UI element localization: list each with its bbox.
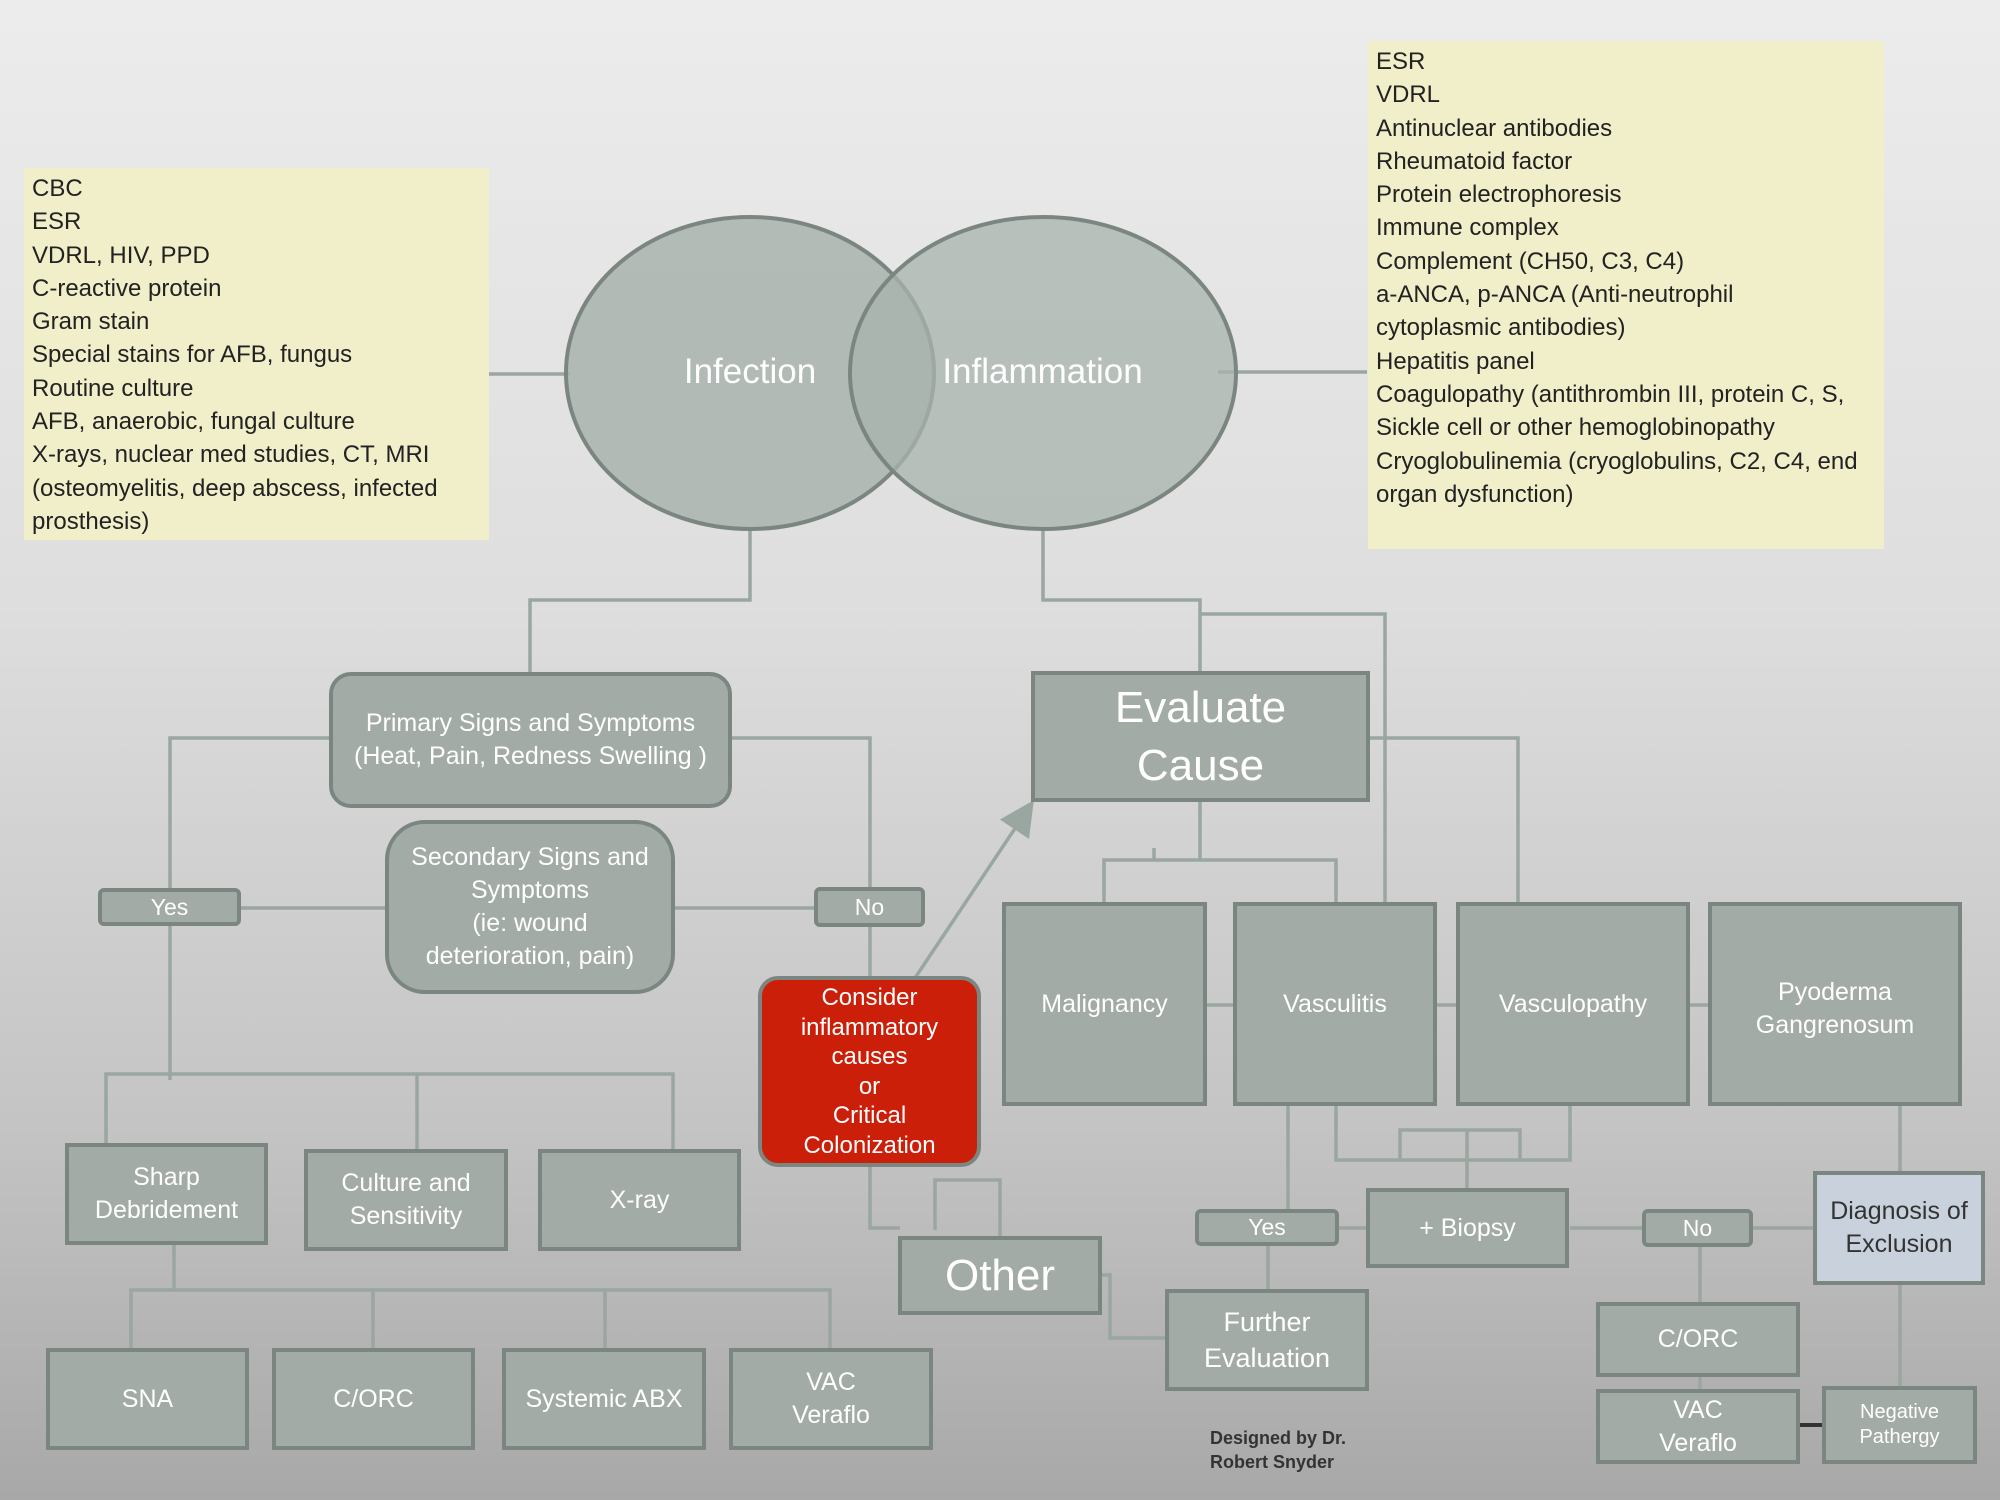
- malignancy-node: Malignancy: [1002, 902, 1207, 1106]
- secondary-signs-node: Secondary Signs and Symptoms (ie: wound …: [385, 820, 675, 994]
- no-right-label: No: [1682, 1214, 1713, 1241]
- infection-test-item: CBC: [32, 175, 83, 202]
- biopsy-node: + Biopsy: [1366, 1188, 1569, 1268]
- infection-label: Infection: [683, 352, 817, 391]
- other-node: Other: [898, 1236, 1102, 1315]
- infection-test-item: Gram stain: [32, 308, 150, 336]
- negative-pathergy-node: Negative Pathergy: [1822, 1386, 1977, 1464]
- inflammation-test-item: Coagulopathy (antithrombin III, protein …: [1376, 380, 1845, 408]
- inflammation-test-item: Cryoglobulinemia (cryoglobulins, C2, C4,…: [1376, 447, 1858, 475]
- pyoderma-gangrenosum-label: Pyoderma Gangrenosum: [1755, 978, 1915, 1039]
- corc-right-label: C/ORC: [1657, 1325, 1739, 1353]
- xray-label: X-ray: [609, 1185, 670, 1214]
- negative-pathergy-label: Negative Pathergy: [1859, 1401, 1940, 1448]
- no-left-label: No: [854, 893, 885, 920]
- infection-test-item: C-reactive protein: [32, 274, 222, 302]
- vac-veraflo-right-node: VAC Veraflo: [1596, 1389, 1800, 1464]
- secondary-signs-label: Secondary Signs and Symptoms (ie: wound …: [411, 843, 649, 970]
- yes-right-label: Yes: [1248, 1214, 1286, 1240]
- vasculitis-node: Vasculitis: [1233, 902, 1437, 1106]
- sharp-debridement-node: Sharp Debridement: [65, 1143, 268, 1245]
- systemic-abx-node: Systemic ABX: [502, 1348, 706, 1450]
- primary-signs-label: Primary Signs and Symptoms (Heat, Pain, …: [354, 709, 707, 770]
- infection-tests-note: CBC ESR VDRL, HIV, PPD C-reactive protei…: [24, 168, 489, 540]
- infection-test-item: X-rays, nuclear med studies, CT, MRI: [32, 441, 430, 469]
- no-left-node: No: [814, 887, 925, 927]
- inflammation-test-item: Protein electrophoresis: [1376, 181, 1622, 209]
- inflammation-test-item: Rheumatoid factor: [1376, 147, 1573, 175]
- yes-right-node: Yes: [1195, 1209, 1339, 1246]
- infection-test-item: prosthesis): [32, 507, 150, 535]
- further-evaluation-label: Further Evaluation: [1203, 1307, 1331, 1373]
- primary-signs-node: Primary Signs and Symptoms (Heat, Pain, …: [329, 672, 732, 808]
- inflammation-test-item: a-ANCA, p-ANCA (Anti-neutrophil: [1376, 281, 1734, 309]
- corc-left-label: C/ORC: [333, 1384, 414, 1413]
- consider-inflammatory-label: Consider inflammatory causes or Critical…: [800, 984, 939, 1159]
- inflammation-tests-note: ESR VDRL Antinuclear antibodies Rheumato…: [1368, 41, 1884, 549]
- evaluate-cause-label: Evaluate Cause: [1114, 682, 1287, 790]
- systemic-abx-label: Systemic ABX: [525, 1384, 683, 1413]
- biopsy-label: + Biopsy: [1419, 1213, 1516, 1242]
- inflammation-test-item: cytoplasmic antibodies): [1376, 314, 1626, 342]
- inflammation-test-item: Hepatitis panel: [1376, 347, 1535, 375]
- diagnosis-exclusion-label: Diagnosis of Exclusion: [1830, 1197, 1968, 1258]
- corc-left-node: C/ORC: [272, 1348, 475, 1450]
- sharp-debridement-label: Sharp Debridement: [94, 1163, 239, 1224]
- evaluate-cause-node: Evaluate Cause: [1031, 671, 1370, 802]
- xray-node: X-ray: [538, 1149, 741, 1251]
- inflammation-test-item: ESR: [1376, 48, 1426, 75]
- infection-test-item: VDRL, HIV, PPD: [32, 241, 210, 269]
- malignancy-label: Malignancy: [1041, 989, 1168, 1018]
- consider-inflammatory-node: Consider inflammatory causes or Critical…: [758, 976, 981, 1167]
- infection-test-item: Routine culture: [32, 374, 194, 402]
- infection-test-item: AFB, anaerobic, fungal culture: [32, 408, 355, 436]
- diagnosis-exclusion-node: Diagnosis of Exclusion: [1813, 1171, 1985, 1285]
- corc-right-node: C/ORC: [1596, 1302, 1800, 1377]
- inflammation-test-item: Immune complex: [1376, 214, 1559, 242]
- pyoderma-gangrenosum-node: Pyoderma Gangrenosum: [1708, 902, 1962, 1106]
- other-label: Other: [944, 1251, 1056, 1300]
- inflammation-ellipse: [848, 215, 1238, 531]
- yes-left-node: Yes: [98, 888, 241, 926]
- vac-veraflo-left-label: VAC Veraflo: [792, 1368, 870, 1429]
- yes-left-label: Yes: [150, 893, 189, 920]
- infection-test-item: ESR: [32, 208, 82, 236]
- no-right-node: No: [1642, 1209, 1753, 1247]
- sna-node: SNA: [46, 1348, 249, 1450]
- vac-veraflo-left-node: VAC Veraflo: [729, 1348, 933, 1450]
- inflammation-test-item: VDRL: [1376, 81, 1441, 109]
- culture-sensitivity-label: Culture and Sensitivity: [341, 1169, 471, 1230]
- sna-label: SNA: [121, 1384, 174, 1413]
- vasculopathy-node: Vasculopathy: [1456, 902, 1690, 1106]
- further-evaluation-node: Further Evaluation: [1165, 1289, 1369, 1391]
- vasculopathy-label: Vasculopathy: [1498, 989, 1648, 1018]
- designer-credit-text: Designed by Dr. Robert Snyder: [1210, 1428, 1347, 1472]
- inflammation-test-item: Antinuclear antibodies: [1376, 114, 1613, 142]
- inflammation-test-item: Sickle cell or other hemoglobinopathy: [1376, 414, 1775, 442]
- vasculitis-label: Vasculitis: [1283, 989, 1387, 1018]
- culture-sensitivity-node: Culture and Sensitivity: [304, 1149, 508, 1251]
- vac-veraflo-right-label: VAC Veraflo: [1659, 1395, 1737, 1457]
- inflammation-label: Inflammation: [942, 352, 1143, 391]
- inflammation-test-item: organ dysfunction): [1376, 480, 1574, 508]
- designer-credit: Designed by Dr. Robert Snyder: [1210, 1426, 1346, 1474]
- infection-test-item: (osteomyelitis, deep abscess, infected: [32, 474, 438, 502]
- inflammation-test-item: Complement (CH50, C3, C4): [1376, 247, 1685, 275]
- infection-test-item: Special stains for AFB, fungus: [32, 341, 353, 369]
